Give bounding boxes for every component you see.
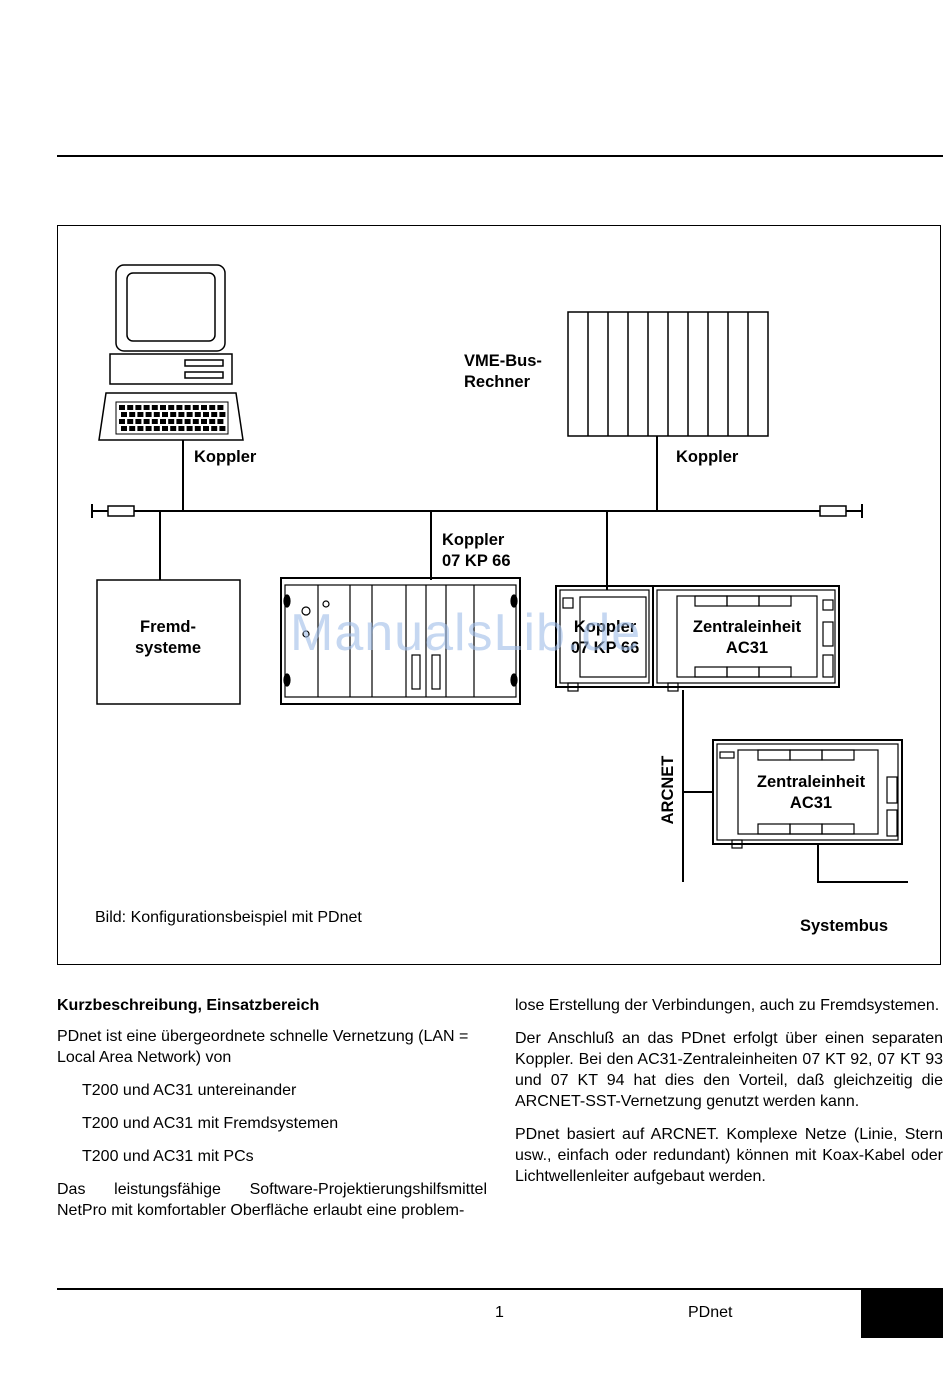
netpro-paragraph: Das leistungsfähige Software-Projektieru… [57, 1181, 487, 1219]
continuation-paragraph: lose Erstellung der Verbindungen, auch z… [515, 997, 940, 1014]
section-heading: Kurzbeschreibung, Einsatzbereich [57, 997, 320, 1014]
list-item: T200 und AC31 mit Fremdsystemen [82, 1115, 339, 1132]
arcnet-paragraph: PDnet basiert auf ARCNET. Komplexe Netze… [515, 1126, 943, 1185]
page-number: 1 [495, 1304, 504, 1321]
list-item: T200 und AC31 untereinander [82, 1082, 297, 1099]
footer-title: PDnet [688, 1304, 733, 1321]
intro-paragraph: PDnet ist eine übergeordnete schnelle Ve… [57, 1028, 469, 1066]
figure-caption: Bild: Konfigurationsbeispiel mit PDnet [95, 909, 362, 926]
watermark: ManualsLib.de [290, 604, 642, 662]
bottom-rule [57, 1288, 862, 1290]
list-item: T200 und AC31 mit PCs [82, 1148, 254, 1165]
figure-frame [57, 225, 941, 965]
left-column: Kurzbeschreibung, Einsatzbereich PDnet i… [57, 995, 487, 1233]
right-column: lose Erstellung der Verbindungen, auch z… [515, 995, 943, 1199]
top-rule [57, 155, 943, 157]
page-tab-marker [861, 1288, 943, 1338]
koppler-paragraph: Der Anschluß an das PDnet erfolgt über e… [515, 1030, 943, 1110]
